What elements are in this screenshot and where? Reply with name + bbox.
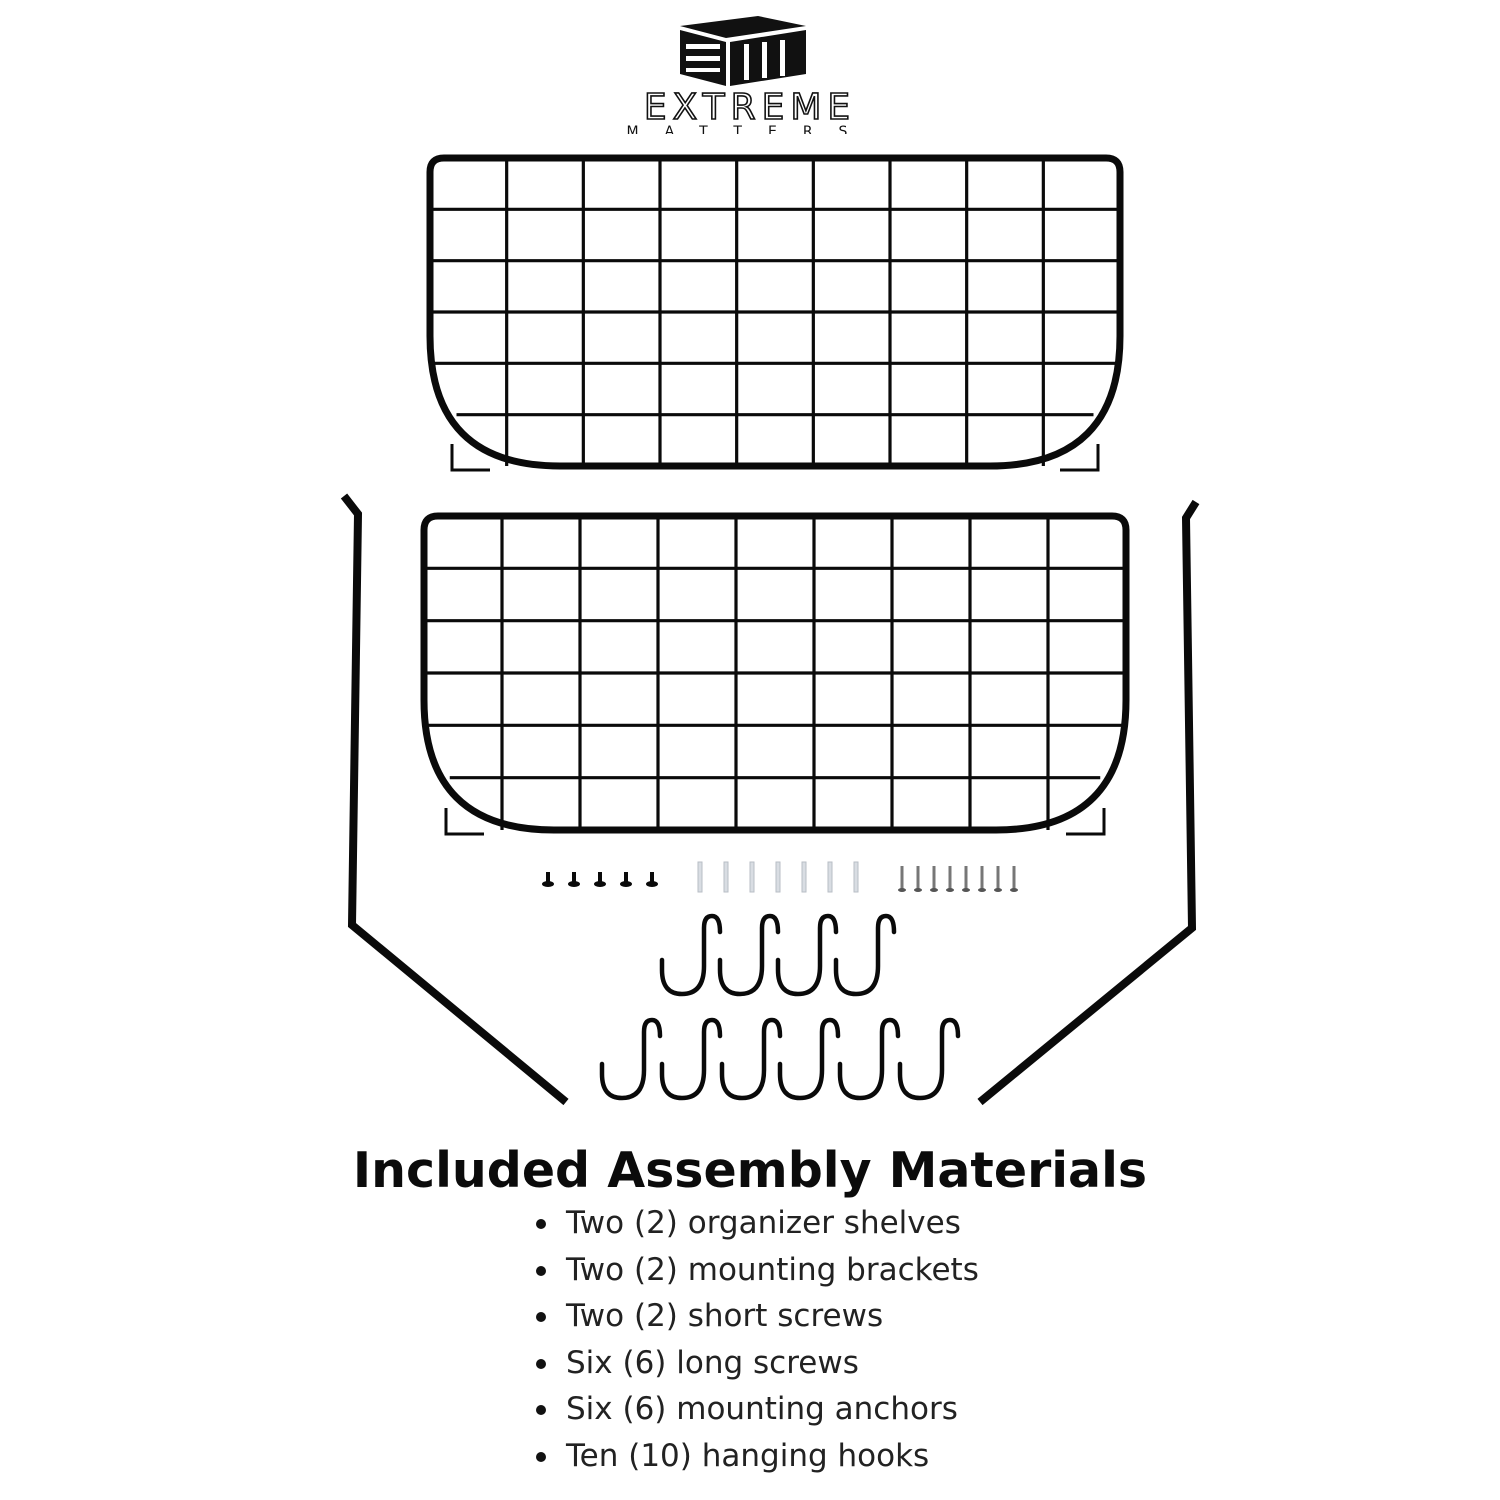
bullet-icon xyxy=(536,1312,546,1322)
hanging-hook-icon xyxy=(719,1017,783,1101)
short-screw-icon xyxy=(568,872,580,887)
list-item: Two (2) short screws xyxy=(536,1293,979,1340)
long-screw-icon xyxy=(898,866,906,892)
organizer-shelf-bottom xyxy=(420,512,1130,836)
hanging-hook-icon xyxy=(833,913,897,997)
shelf-clip xyxy=(444,808,484,836)
hanging-hook-icon xyxy=(777,1017,841,1101)
mounting-anchor-icon xyxy=(775,861,781,893)
section-heading: Included Assembly Materials xyxy=(352,1142,1148,1199)
bullet-icon xyxy=(536,1405,546,1415)
mounting-anchor-icon xyxy=(697,861,703,893)
hanging-hook-icon xyxy=(897,1017,961,1101)
hanging-hook-icon xyxy=(775,913,839,997)
hanging-hook-icon xyxy=(717,913,781,997)
shelf-frame xyxy=(420,512,1130,834)
brand-logo: EXTREME MATTERS xyxy=(540,14,960,140)
short-screw-icon xyxy=(646,872,658,887)
list-item: Two (2) organizer shelves xyxy=(536,1200,979,1247)
bullet-icon xyxy=(536,1219,546,1229)
hanging-hook-icon xyxy=(659,913,723,997)
materials-list: Two (2) organizer shelves Two (2) mounti… xyxy=(536,1200,979,1479)
long-screw-icon xyxy=(962,866,970,892)
hanging-hook-icon xyxy=(659,1017,723,1101)
bullet-icon xyxy=(536,1451,546,1462)
list-item: Six (6) mounting anchors xyxy=(536,1386,979,1433)
mounting-anchor-icon xyxy=(801,861,807,893)
mounting-anchor-icon xyxy=(723,861,729,893)
mounting-anchor-icon xyxy=(853,861,859,893)
long-screw-icon xyxy=(1010,866,1018,892)
shelf-frame xyxy=(426,154,1124,470)
mounting-bracket-right xyxy=(977,499,1200,1106)
product-illustration xyxy=(340,154,1200,1106)
list-item: Two (2) mounting brackets xyxy=(536,1247,979,1294)
shelf-clip xyxy=(1060,444,1100,472)
list-item: Six (6) long screws xyxy=(536,1340,979,1387)
bullet-icon xyxy=(536,1358,546,1369)
mounting-anchor-icon xyxy=(749,861,755,893)
long-screw-icon xyxy=(946,866,954,892)
short-screw-icon xyxy=(542,872,554,887)
long-screw-icon xyxy=(978,866,986,892)
bullet-icon xyxy=(536,1265,546,1276)
brand-name-line1: EXTREME xyxy=(644,87,856,128)
shelf-clip xyxy=(1066,808,1106,836)
organizer-shelf-top xyxy=(426,154,1124,472)
long-screw-icon xyxy=(914,866,922,892)
list-item: Ten (10) hanging hooks xyxy=(536,1433,979,1480)
short-screw-icon xyxy=(620,872,632,887)
mounting-anchor-icon xyxy=(827,861,833,893)
long-screw-icon xyxy=(930,866,938,892)
hanging-hook-icon xyxy=(837,1017,901,1101)
mounting-bracket-left xyxy=(340,493,569,1106)
logo-mark-icon: EXTREME MATTERS xyxy=(627,16,856,140)
hanging-hook-icon xyxy=(599,1017,663,1101)
shelf-clip xyxy=(450,444,490,472)
long-screw-icon xyxy=(994,866,1002,892)
short-screw-icon xyxy=(594,872,606,887)
